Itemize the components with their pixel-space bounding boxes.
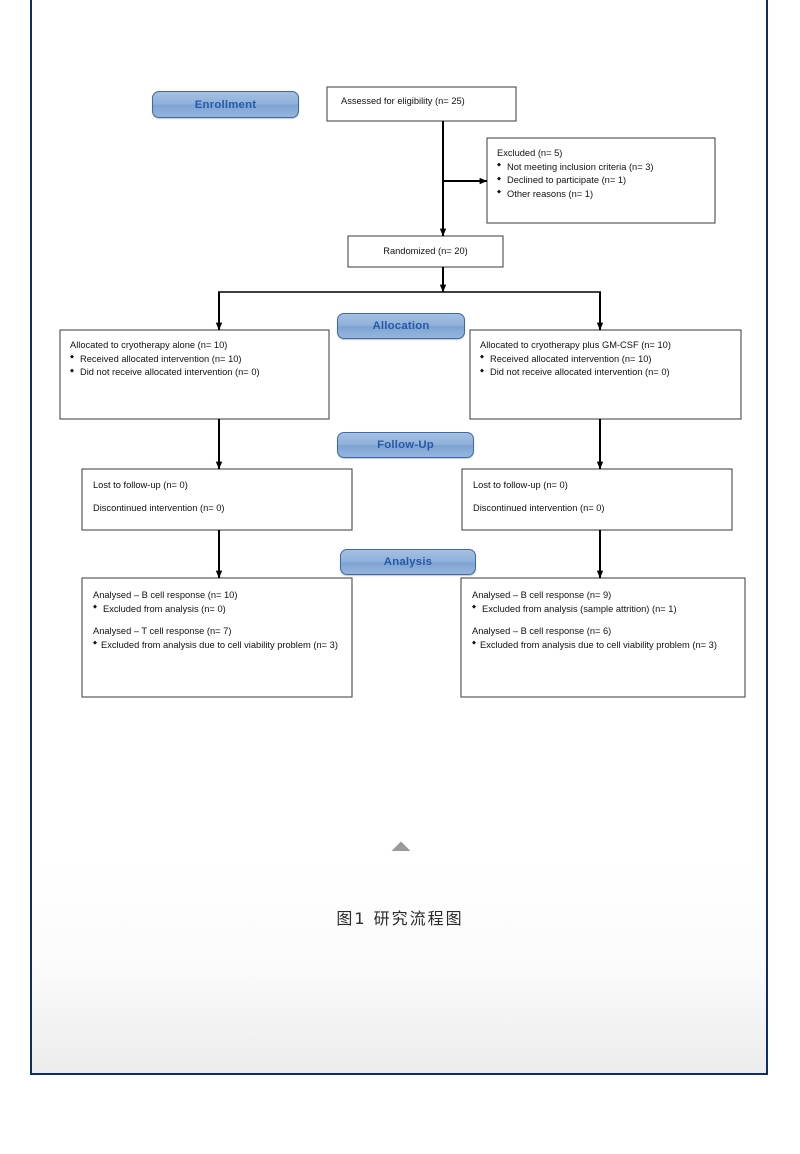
analysis-right-bullet: Excluded from analysis (sample attrition… bbox=[472, 603, 738, 617]
analysis-left-bullet: Excluded from analysis (n= 0) bbox=[93, 603, 343, 617]
allocation-right-bullet: Did not receive allocated intervention (… bbox=[480, 366, 738, 380]
box-analysis-right bbox=[460, 577, 746, 698]
excluded-text: Excluded (n= 5) Not meeting inclusion cr… bbox=[497, 147, 711, 201]
box-analysis-left bbox=[81, 577, 353, 698]
stage-label-analysis: Analysis bbox=[340, 549, 476, 575]
analysis-left-bullet: Excluded from analysis due to cell viabi… bbox=[93, 639, 343, 653]
stage-label-followup: Follow-Up bbox=[337, 432, 474, 458]
allocation-right-text: Allocated to cryotherapy plus GM-CSF (n=… bbox=[480, 339, 738, 380]
box-randomized bbox=[347, 235, 504, 268]
randomized-text: Randomized (n= 20) bbox=[383, 246, 468, 256]
assessed-eligibility-text: Assessed for eligibility (n= 25) bbox=[341, 96, 465, 106]
allocation-left-text: Allocated to cryotherapy alone (n= 10) R… bbox=[70, 339, 325, 380]
box-assessed-eligibility bbox=[326, 86, 517, 122]
allocation-right-bullet: Received allocated intervention (n= 10) bbox=[480, 353, 738, 367]
stage-label-enrollment: Enrollment bbox=[152, 91, 299, 118]
figure-caption: 图1 研究流程图 bbox=[336, 909, 464, 928]
excluded-bullet: Not meeting inclusion criteria (n= 3) bbox=[497, 161, 711, 175]
allocation-left-bullet: Received allocated intervention (n= 10) bbox=[70, 353, 325, 367]
followup-left-text: Lost to follow-up (n= 0) Discontinued in… bbox=[93, 480, 225, 513]
excluded-bullet: Other reasons (n= 1) bbox=[497, 188, 711, 202]
box-followup-right bbox=[461, 468, 733, 531]
analysis-left-text: Analysed – B cell response (n= 10) Exclu… bbox=[93, 589, 343, 652]
analysis-right-bullet: Excluded from analysis due to cell viabi… bbox=[472, 639, 738, 653]
followup-right-text: Lost to follow-up (n= 0) Discontinued in… bbox=[473, 480, 605, 513]
excluded-bullet: Declined to participate (n= 1) bbox=[497, 174, 711, 188]
box-followup-left bbox=[81, 468, 353, 531]
allocation-left-bullet: Did not receive allocated intervention (… bbox=[70, 366, 325, 380]
triangle-up-icon[interactable] bbox=[390, 840, 412, 852]
analysis-right-text: Analysed – B cell response (n= 9) Exclud… bbox=[472, 589, 738, 652]
stage-label-allocation: Allocation bbox=[337, 313, 465, 339]
